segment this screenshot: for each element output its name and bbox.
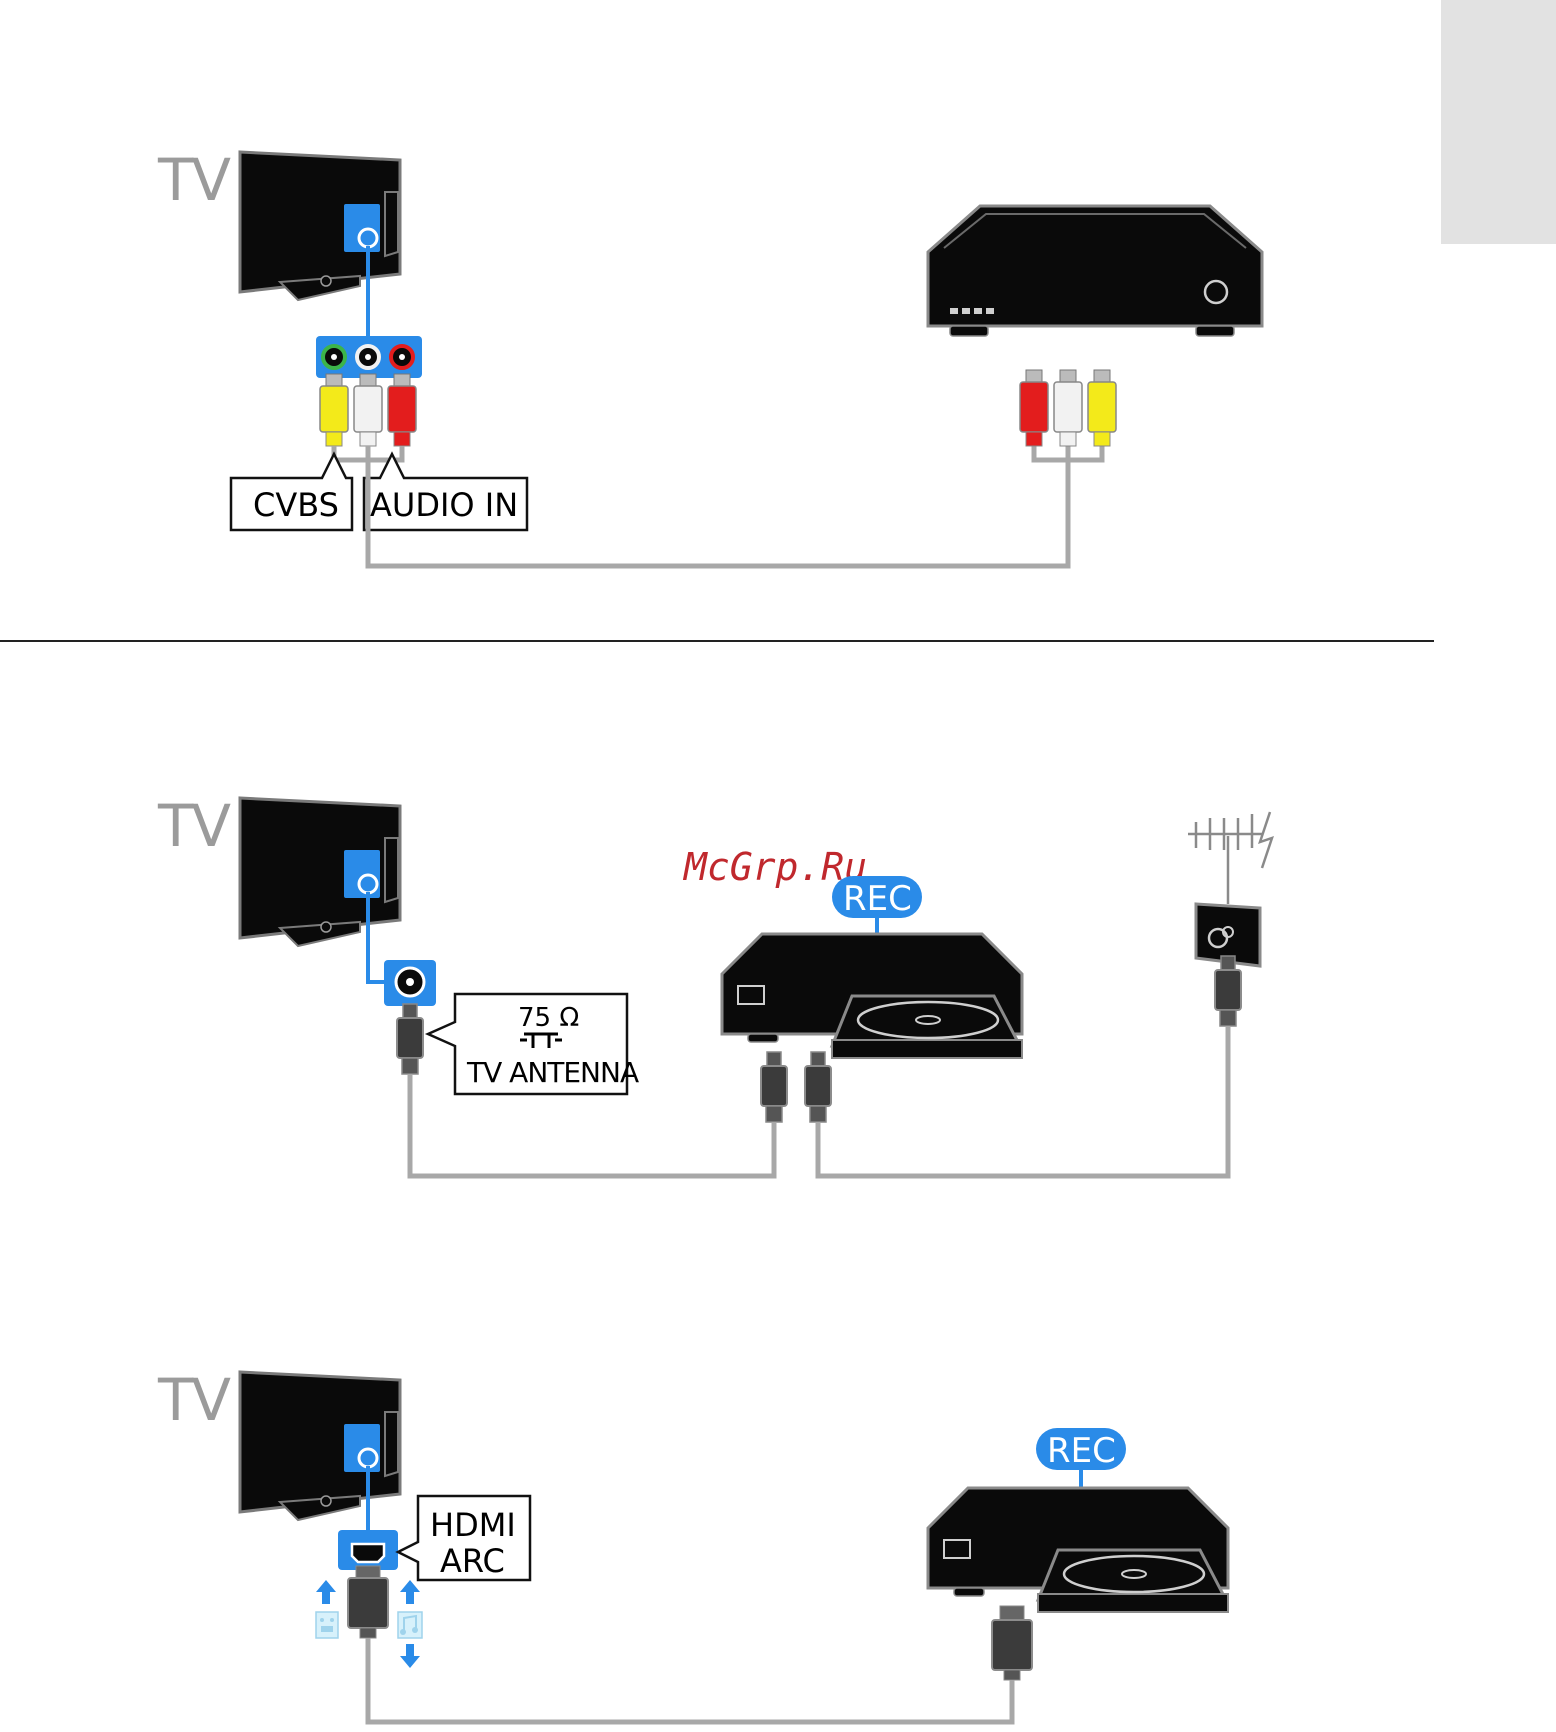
rec-badge: REC: [1036, 1428, 1126, 1488]
television-icon: [238, 150, 402, 302]
antenna-symbol: [520, 1032, 562, 1048]
tv-recorder-cable: [407, 1074, 777, 1179]
tv-hdmi-plug: [347, 1565, 389, 1639]
box-rca-plug-white: [1053, 369, 1083, 447]
audio-return-arrow-icon: [397, 1580, 423, 1668]
recorder-coax-plug-in: [760, 1051, 788, 1123]
recorder-antenna-cable: [815, 1026, 1231, 1179]
antenna-coax-plug: [1214, 955, 1242, 1027]
panel-antenna: TV 75 Ω TV ANTENNA McGrp.Ru REC: [157, 792, 1274, 1179]
disc-recorder-icon: [926, 1486, 1230, 1614]
hdmi-cable: [365, 1638, 1015, 1725]
rec-badge: REC: [832, 876, 922, 934]
antenna-callout-box: [424, 992, 629, 1096]
impedance-label: 75 Ω: [518, 1003, 579, 1033]
recorder-coax-plug-out: [804, 1051, 832, 1123]
television-icon: [238, 796, 402, 948]
tv-label: TV: [157, 1366, 231, 1434]
hdmi-callout-box: [395, 1494, 532, 1582]
watermark: McGrp.Ru: [682, 845, 867, 889]
set-top-box-icon: [926, 204, 1264, 337]
tv-label: TV: [157, 146, 231, 214]
svg-text:REC: REC: [1047, 1431, 1116, 1471]
tv-coax-plug: [396, 1003, 424, 1075]
video-return-arrow-icon: [315, 1580, 339, 1639]
audio-in-label: AUDIO IN: [370, 486, 518, 524]
recorder-hdmi-plug: [991, 1605, 1033, 1681]
tv-label: TV: [157, 792, 231, 860]
hdmi-label-line1: HDMI: [430, 1506, 516, 1544]
svg-text:REC: REC: [843, 879, 912, 919]
panel-composite: TV CVBS AUDIO IN: [157, 146, 1264, 569]
box-rca-plug-yellow: [1087, 369, 1117, 447]
box-rca-plug-red: [1019, 369, 1049, 447]
rca-plug-red: [387, 373, 417, 447]
rca-plug-white: [353, 373, 383, 447]
section-divider: [0, 640, 1434, 642]
disc-recorder-icon: [720, 932, 1024, 1060]
cvbs-callout-box: [229, 451, 354, 532]
rca-plug-yellow: [319, 373, 349, 447]
television-icon: [238, 1370, 402, 1522]
composite-cable: [365, 460, 1071, 569]
hdmi-label-line2: ARC: [440, 1542, 505, 1580]
audio-in-callout-box: [362, 451, 529, 532]
rooftop-antenna-icon: [1188, 811, 1274, 968]
antenna-label: TV ANTENNA: [466, 1056, 639, 1089]
panel-hdmi-arc: TV HDMI ARC: [157, 1366, 1230, 1725]
cvbs-label: CVBS: [253, 486, 339, 524]
page-side-tab: [1441, 0, 1556, 244]
